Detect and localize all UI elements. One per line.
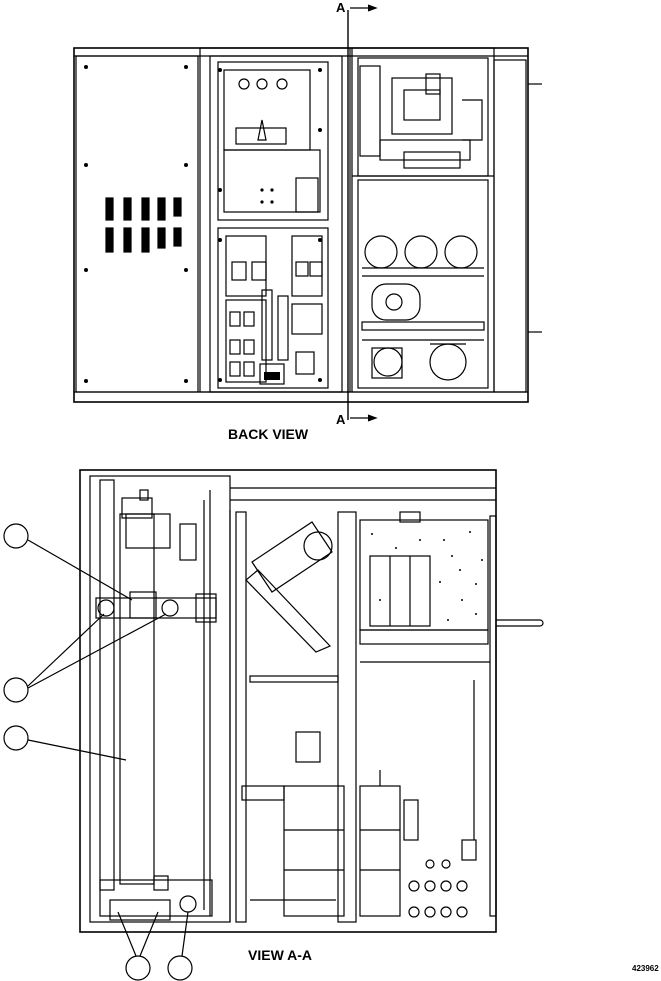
callout-2	[3, 677, 29, 703]
back-view-caption: BACK VIEW	[228, 426, 309, 442]
section-mark-top: A	[336, 0, 346, 15]
view-aa-drawing	[79, 469, 544, 933]
view-aa-caption: VIEW A-A	[248, 947, 313, 963]
callout-3	[3, 725, 29, 751]
callout-5	[167, 955, 193, 981]
callout-bubbles	[3, 523, 193, 981]
terminal-blocks	[105, 197, 182, 253]
back-view-drawing	[73, 4, 542, 422]
callout-1	[3, 523, 29, 549]
figure-id: 423962	[632, 964, 659, 973]
callout-4	[125, 955, 151, 981]
section-mark-bottom: A	[336, 412, 346, 427]
